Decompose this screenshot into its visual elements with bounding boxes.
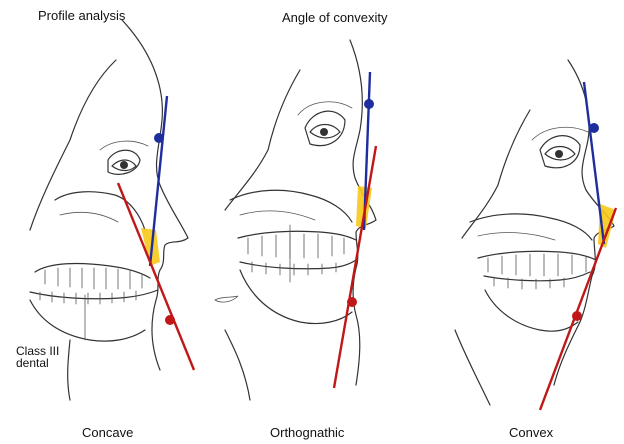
- orthognathic-profile-sketch: [215, 40, 376, 400]
- convex-caption: Convex: [509, 426, 553, 440]
- orthognathic-caption: Orthognathic: [270, 426, 344, 440]
- convex-lower-reference-line: [540, 208, 616, 410]
- angle-of-convexity-title: Angle of convexity: [282, 11, 388, 25]
- dental-label: dental: [16, 357, 59, 369]
- convex-lower-point: [572, 311, 582, 321]
- orthognathic-upper-point: [364, 99, 374, 109]
- concave-profile-sketch: [30, 20, 188, 400]
- class-iii-dental-note: Class III dental: [16, 345, 59, 369]
- concave-upper-reference-line: [150, 96, 167, 266]
- convex-profile-sketch: [455, 60, 614, 405]
- concave-upper-point: [154, 133, 164, 143]
- convex-upper-point: [589, 123, 599, 133]
- profile-analysis-title: Profile analysis: [38, 9, 125, 23]
- concave-lower-point: [165, 315, 175, 325]
- orthognathic-lower-point: [347, 297, 357, 307]
- concave-caption: Concave: [82, 426, 133, 440]
- convex-upper-reference-line: [584, 82, 604, 244]
